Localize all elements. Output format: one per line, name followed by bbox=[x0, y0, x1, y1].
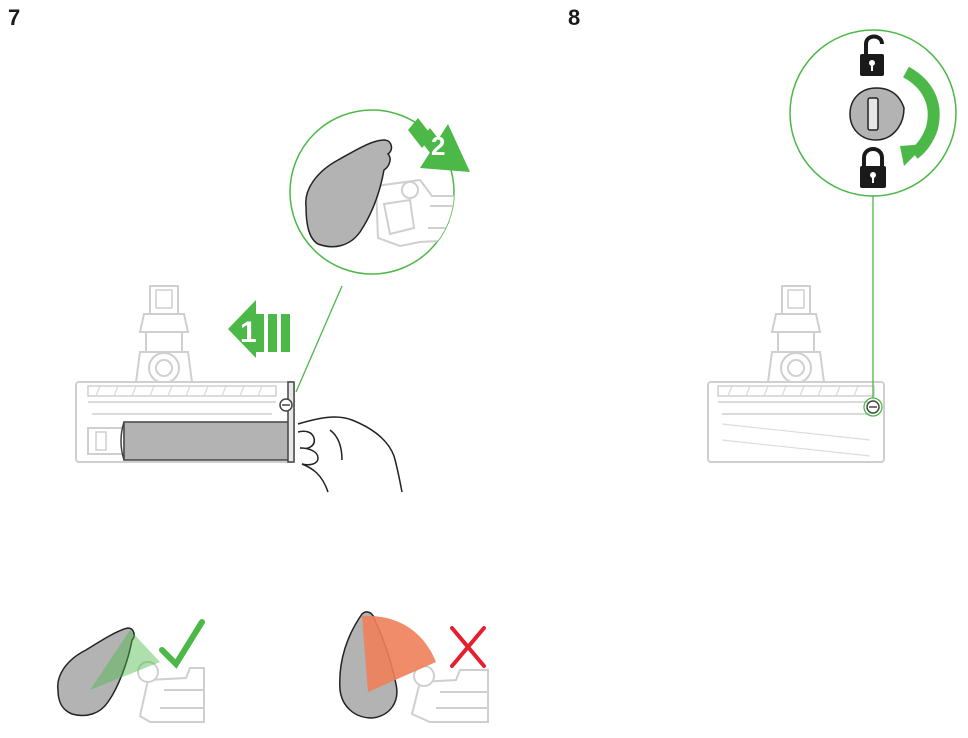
step-number-7: 7 bbox=[8, 5, 21, 30]
check-mark-icon bbox=[159, 619, 205, 669]
hand-7 bbox=[297, 416, 403, 493]
cleaner-head-7 bbox=[75, 285, 295, 463]
arrow-label-2: 2 bbox=[431, 131, 446, 161]
locked-padlock-icon bbox=[860, 147, 886, 188]
step-number-8: 8 bbox=[568, 5, 581, 30]
cross-mark-icon bbox=[450, 626, 486, 668]
incorrect-example bbox=[339, 611, 489, 723]
correct-example bbox=[57, 619, 205, 723]
rotate-arrow-icon bbox=[900, 66, 940, 166]
unlocked-padlock-icon bbox=[860, 34, 884, 76]
slide-arrow-2-icon bbox=[408, 118, 470, 172]
lock-knob-icon bbox=[849, 87, 905, 141]
arrow-label-1: 1 bbox=[240, 316, 257, 349]
cleaner-head-8 bbox=[707, 285, 885, 463]
zoom-detail-7 bbox=[289, 109, 455, 275]
zoom-detail-8 bbox=[789, 29, 957, 197]
pull-arrow-1-icon bbox=[228, 300, 290, 358]
